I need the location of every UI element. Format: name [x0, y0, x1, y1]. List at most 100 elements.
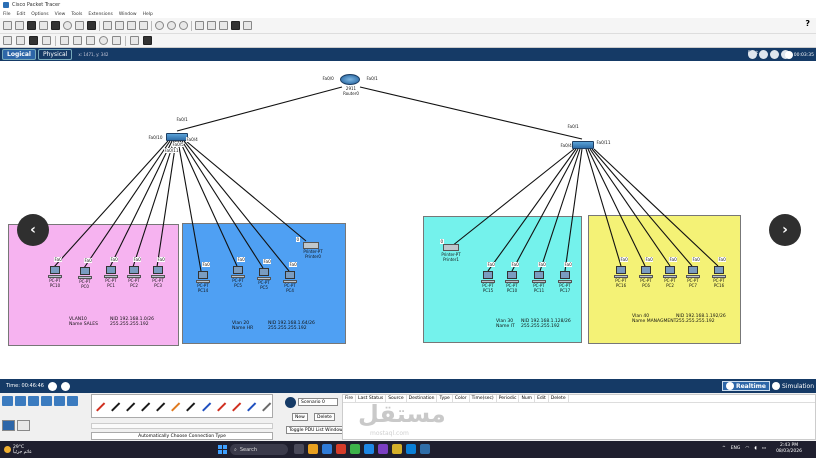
- cable-switch-pc1[interactable]: [109, 140, 173, 268]
- back-icon[interactable]: [748, 50, 757, 59]
- new-scenario-button[interactable]: New: [292, 413, 308, 421]
- toggle-pdu-list-button[interactable]: Toggle PDU List Window: [286, 426, 346, 434]
- cable-router-switch-left[interactable]: [176, 86, 343, 132]
- it-pc[interactable]: [505, 271, 519, 283]
- cable-type-icon[interactable]: [230, 400, 242, 413]
- cable-type-icon[interactable]: [139, 400, 151, 413]
- cable-type-icon[interactable]: [184, 400, 196, 413]
- taskbar-search[interactable]: ⌕Search: [230, 444, 288, 455]
- tray-language[interactable]: ENG: [730, 446, 741, 451]
- miscellaneous-icon[interactable]: [54, 396, 65, 406]
- mgmt-pc[interactable]: [686, 266, 700, 278]
- cable-switch-pc6[interactable]: [587, 148, 646, 267]
- cable-switch-pc16b[interactable]: [593, 148, 719, 267]
- next-image-button[interactable]: ›: [769, 214, 801, 246]
- pdu-column-header[interactable]: Fire: [343, 395, 357, 402]
- new-cluster-icon[interactable]: [759, 50, 768, 59]
- lightning-connections-icon[interactable]: [2, 420, 15, 431]
- inspect-icon[interactable]: [16, 36, 25, 45]
- mgmt-pc[interactable]: [614, 266, 628, 278]
- info-icon[interactable]: [63, 21, 72, 30]
- cable-switch-pc4[interactable]: [183, 140, 290, 272]
- grid-icon[interactable]: [219, 21, 228, 30]
- menu-extensions[interactable]: Extensions: [88, 11, 113, 17]
- printer0[interactable]: [303, 242, 319, 249]
- menu-view[interactable]: View: [54, 11, 66, 17]
- volume-icon[interactable]: ◖: [754, 446, 757, 451]
- it-pc[interactable]: [532, 271, 546, 283]
- cable-switch-printer1[interactable]: [451, 148, 575, 247]
- cable-switch-printer0[interactable]: [185, 140, 307, 242]
- sales-pc[interactable]: [151, 266, 165, 278]
- cable-switch-pc14[interactable]: [177, 140, 202, 272]
- network-info-icon[interactable]: [87, 21, 96, 30]
- pdu-column-header[interactable]: Type: [437, 395, 453, 402]
- undo-icon[interactable]: [127, 21, 136, 30]
- realtime-mode-button[interactable]: Realtime: [721, 381, 770, 391]
- console-icon[interactable]: [243, 21, 252, 30]
- drawing-palette-icon[interactable]: [195, 21, 204, 30]
- hr-pc[interactable]: [283, 271, 297, 283]
- simple-pdu-icon[interactable]: [130, 36, 139, 45]
- cable-type-icon[interactable]: [94, 400, 106, 413]
- freeform-icon[interactable]: [112, 36, 121, 45]
- hr-pc[interactable]: [257, 268, 271, 280]
- pdu-column-header[interactable]: Num: [519, 395, 536, 402]
- pdu-column-header[interactable]: Source: [386, 395, 407, 402]
- it-pc[interactable]: [481, 271, 495, 283]
- taskbar-app-icon[interactable]: [322, 444, 332, 454]
- delete-icon[interactable]: [29, 36, 38, 45]
- zoom-reset-icon[interactable]: [167, 21, 176, 30]
- cable-type-icon[interactable]: [245, 400, 257, 413]
- mgmt-pc[interactable]: [639, 266, 653, 278]
- cable-type-icon[interactable]: [124, 400, 136, 413]
- taskbar-app-icon[interactable]: [364, 444, 374, 454]
- save-icon[interactable]: [27, 21, 36, 30]
- menu-tools[interactable]: Tools: [71, 11, 83, 17]
- menu-file[interactable]: File: [3, 11, 11, 17]
- multiuser-icon[interactable]: [67, 396, 78, 406]
- fast-forward-icon[interactable]: [60, 381, 70, 391]
- cable-type-icon[interactable]: [169, 400, 181, 413]
- open-folder-icon[interactable]: [15, 21, 24, 30]
- cable-type-icon[interactable]: [215, 400, 227, 413]
- cable-switch-pc17[interactable]: [564, 148, 583, 272]
- menu-help[interactable]: Help: [142, 11, 153, 17]
- cable-router-switch-right[interactable]: [359, 86, 583, 140]
- mgmt-pc[interactable]: [712, 266, 726, 278]
- cable-switch-pc2r[interactable]: [589, 148, 671, 267]
- taskbar-app-icon[interactable]: [392, 444, 402, 454]
- cable-switch-pc2[interactable]: [132, 140, 175, 268]
- cable-switch-pc3[interactable]: [156, 140, 177, 268]
- cable-type-icon[interactable]: [154, 400, 166, 413]
- paste-icon[interactable]: [115, 21, 124, 30]
- complex-pdu-icon[interactable]: [143, 36, 152, 45]
- pdu-column-header[interactable]: Edit: [535, 395, 549, 402]
- print-icon[interactable]: [51, 21, 60, 30]
- logical-workspace[interactable]: 2911 Router0 Fa0/0 Fa0/1 Fa0/1 Fa0/10 Fa…: [0, 61, 816, 379]
- switch-left[interactable]: [166, 133, 188, 141]
- cable-switch-pc5a[interactable]: [179, 140, 238, 267]
- select-icon[interactable]: [3, 36, 12, 45]
- new-file-icon[interactable]: [3, 21, 12, 30]
- cable-tray-icon[interactable]: [17, 420, 30, 431]
- cable-switch-pc16a[interactable]: [585, 148, 622, 267]
- power-cycle-icon[interactable]: [47, 381, 57, 391]
- cable-palette-scrollbar[interactable]: [91, 423, 273, 429]
- components-icon[interactable]: [28, 396, 39, 406]
- help-button[interactable]: ?: [805, 19, 810, 28]
- printer1[interactable]: [443, 244, 459, 251]
- sales-pc[interactable]: [104, 266, 118, 278]
- cable-switch-pc11[interactable]: [539, 148, 581, 272]
- wifi-icon[interactable]: ◠: [745, 446, 750, 451]
- taskbar-app-icon[interactable]: [420, 444, 430, 454]
- taskbar-clock[interactable]: 2:43 PM 08/03/2026: [776, 443, 802, 454]
- custom-devices-icon[interactable]: [207, 21, 216, 30]
- viewport-icon[interactable]: [231, 21, 240, 30]
- menu-options[interactable]: Options: [31, 11, 49, 17]
- cable-switch-pc15[interactable]: [487, 148, 577, 272]
- weather-widget[interactable]: 29°C غائم جزئياً: [4, 445, 32, 455]
- hr-pc[interactable]: [196, 271, 210, 283]
- previous-image-button[interactable]: ‹: [17, 214, 49, 246]
- copy-icon[interactable]: [103, 21, 112, 30]
